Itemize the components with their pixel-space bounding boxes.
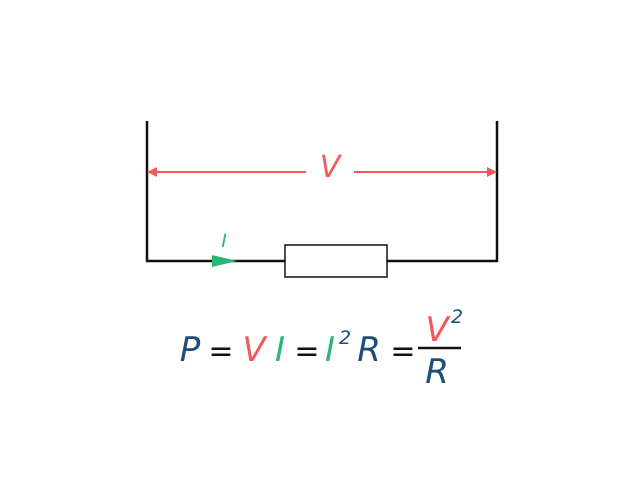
power-formula: P = V I = I 2 R = V 2 R — [180, 306, 463, 392]
formula-numerator-voltage: V — [425, 310, 451, 350]
voltage-label: V — [320, 150, 343, 185]
voltage-arrowhead-right — [487, 167, 497, 177]
formula-equals-1: = — [208, 334, 233, 369]
formula-equals-3: = — [390, 334, 415, 369]
formula-power: P — [180, 330, 201, 370]
circuit — [145, 121, 499, 263]
resistor — [284, 244, 388, 278]
formula-denominator-resistance: R — [425, 352, 449, 392]
formula-exponent-2: 2 — [451, 306, 463, 328]
formula-equals-2: = — [294, 334, 319, 369]
formula-resistance: R — [357, 330, 381, 370]
current-label: I — [221, 230, 227, 252]
formula-current: I — [275, 330, 285, 370]
current-arrow — [212, 255, 237, 267]
voltage-arrowhead-left — [147, 167, 157, 177]
formula-current-squared: I — [325, 330, 335, 370]
formula-exponent-1: 2 — [339, 327, 351, 349]
formula-voltage: V — [242, 330, 268, 370]
